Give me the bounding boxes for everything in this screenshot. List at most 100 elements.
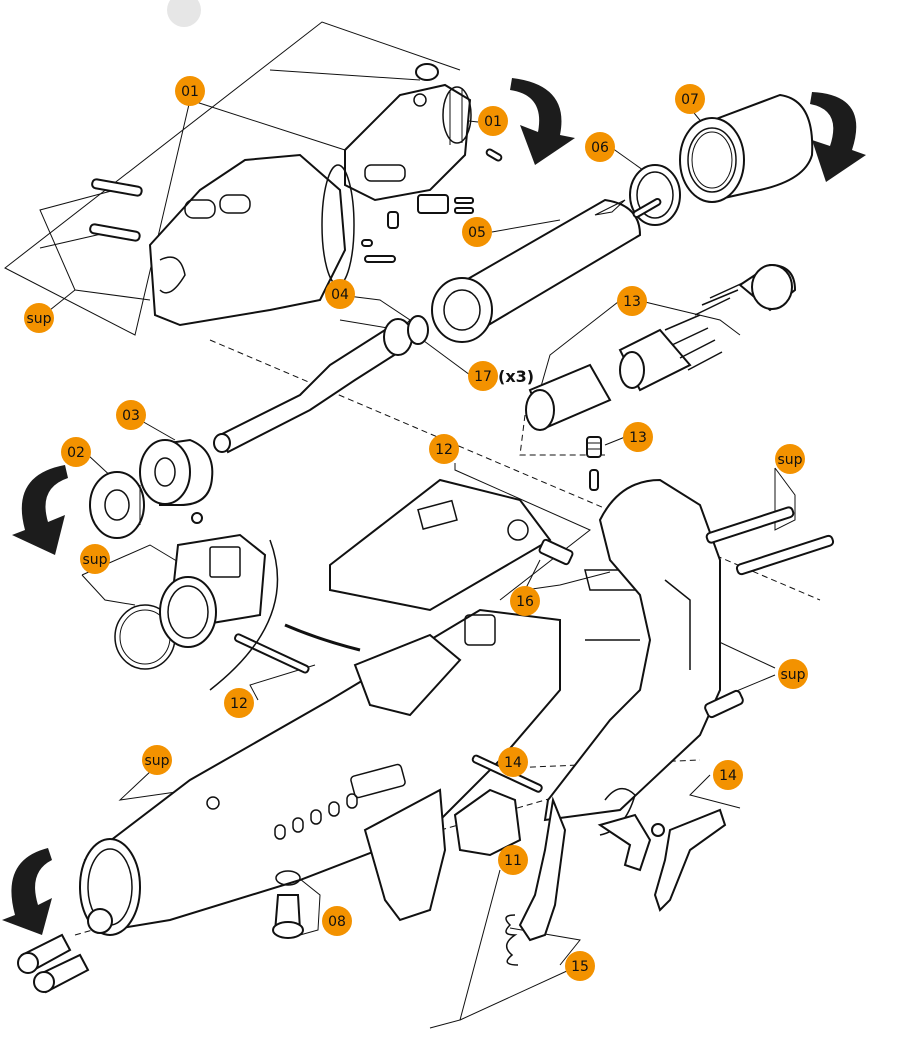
- callout-badge: [778, 659, 808, 689]
- socket-connector-part: [159, 512, 267, 648]
- callout-c07: 07: [675, 84, 705, 114]
- callout-label: 01: [181, 84, 199, 100]
- callout-c01a: 01: [175, 76, 205, 106]
- callout-label: 07: [681, 92, 699, 108]
- callout-label: sup: [780, 667, 805, 683]
- callout-c02: 02: [61, 437, 91, 467]
- callout-badge: [713, 760, 743, 790]
- callout-c12a: 12: [429, 434, 459, 464]
- callout-csup5: sup: [142, 745, 172, 775]
- front-screws-part: [17, 908, 113, 994]
- callout-c17: 17: [468, 361, 498, 391]
- callout-label: 13: [623, 294, 641, 310]
- callout-badge: [478, 106, 508, 136]
- callout-label: 06: [591, 140, 609, 156]
- cable-line: [284, 623, 361, 652]
- callout-c11: 11: [498, 845, 528, 875]
- callout-badge: [675, 84, 705, 114]
- callout-badge: [116, 400, 146, 430]
- callout-badge: [61, 437, 91, 467]
- callout-badge: [775, 444, 805, 474]
- callout-label: 12: [230, 696, 248, 712]
- pin-rod-part: [234, 633, 310, 674]
- callout-label: 17: [474, 369, 492, 385]
- spring-cartridge-part: [525, 263, 797, 431]
- retaining-nut-part: [679, 93, 814, 203]
- rotate-arrow-icon: [2, 848, 52, 935]
- handle-frame-part: [543, 478, 721, 822]
- callout-label: 02: [67, 445, 85, 461]
- electrode-part: [213, 315, 429, 454]
- long-screws: [89, 178, 143, 242]
- callout-csup4: sup: [778, 659, 808, 689]
- gun-barrel-cover: [148, 153, 355, 327]
- callout-label: 14: [504, 755, 522, 771]
- lever-part: [597, 808, 727, 912]
- corner-dot: [167, 0, 201, 27]
- callout-badge: [623, 422, 653, 452]
- air-plug-part: [272, 870, 304, 939]
- callout-c01b: 01: [478, 106, 508, 136]
- callout-badge: [617, 286, 647, 316]
- callout-label: sup: [777, 452, 802, 468]
- callout-badge: [585, 132, 615, 162]
- callout-badge: [175, 76, 205, 106]
- callout-label: 03: [122, 408, 140, 424]
- callout-badge: [462, 217, 492, 247]
- callout-badge: [142, 745, 172, 775]
- right-screws-part: [704, 506, 835, 719]
- small-pins: [361, 148, 503, 263]
- cable-line: [209, 539, 279, 691]
- callout-label: 13: [629, 430, 647, 446]
- callout-badge: [80, 544, 110, 574]
- callout-c15: 15: [565, 951, 595, 981]
- rotate-arrow-icon: [12, 465, 68, 555]
- callout-badge: [510, 586, 540, 616]
- callout-badge: [429, 434, 459, 464]
- callout-badge: [498, 845, 528, 875]
- rotate-arrow-icon: [510, 78, 575, 165]
- insulator-cylinder-part: [139, 438, 214, 506]
- callout-c12b: 12: [224, 688, 254, 718]
- callout-csup2: sup: [80, 544, 110, 574]
- callout-label: 12: [435, 442, 453, 458]
- rotate-arrow-icon: [810, 92, 866, 182]
- callout-c16: 16: [510, 586, 540, 616]
- callout-badge: [24, 303, 54, 333]
- callout-badge: [322, 906, 352, 936]
- trigger-spring-part: [505, 914, 519, 966]
- callout-c14a: 14: [498, 747, 528, 777]
- callout-c13a: 13: [617, 286, 647, 316]
- callout-csup3: sup: [775, 444, 805, 474]
- callout-label: sup: [82, 552, 107, 568]
- callout-csup1: sup: [24, 303, 54, 333]
- cap-screw: [415, 63, 439, 81]
- front-ring-part: [89, 471, 145, 539]
- callout-badge: [498, 747, 528, 777]
- small-spring-part: [586, 436, 602, 491]
- callout-badge: [565, 951, 595, 981]
- callout-badge: [325, 279, 355, 309]
- trigger-part: [453, 787, 636, 942]
- callout-c08: 08: [322, 906, 352, 936]
- callout-label: 14: [719, 768, 737, 784]
- callout-c13b: 13: [623, 422, 653, 452]
- top-cover-plate-part: [329, 478, 552, 612]
- callout-label: 11: [504, 853, 522, 869]
- callout-badge: [224, 688, 254, 718]
- callout-label: sup: [26, 311, 51, 327]
- callout-label: 04: [331, 287, 349, 303]
- nozzle-housing-part: [344, 83, 472, 202]
- barrel-tube-part: [431, 198, 662, 343]
- callout-c04: 04: [325, 279, 355, 309]
- callout-label: sup: [144, 753, 169, 769]
- callout-label: 16: [516, 594, 534, 610]
- callout-label: 01: [484, 114, 502, 130]
- grip-part: [363, 788, 447, 922]
- callout-c06: 06: [585, 132, 615, 162]
- callout-label: 15: [571, 959, 589, 975]
- callout-label: 08: [328, 914, 346, 930]
- callout-badge: [468, 361, 498, 391]
